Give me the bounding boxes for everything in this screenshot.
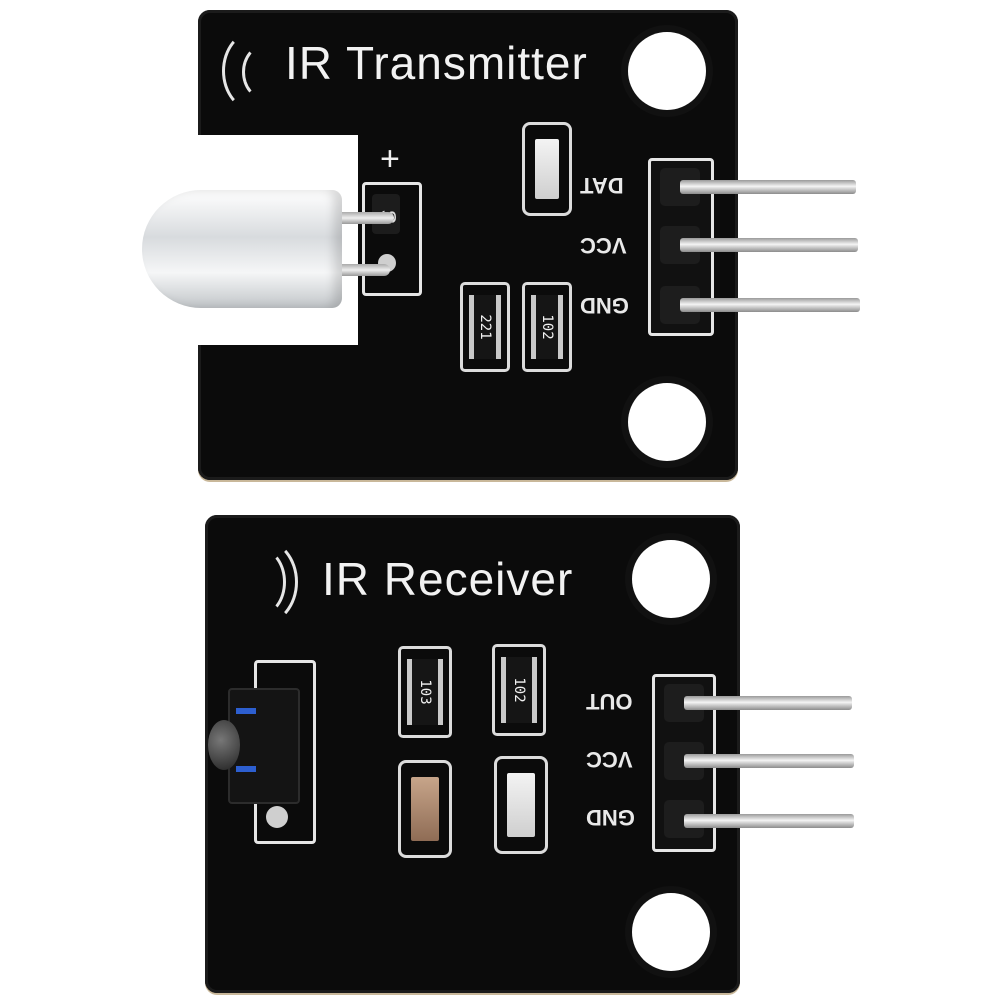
resistor-102: 102 bbox=[522, 282, 572, 372]
mounting-hole bbox=[632, 540, 710, 618]
header-pin-vcc bbox=[684, 754, 854, 768]
resistor-102: 102 bbox=[492, 644, 546, 736]
header-pin-out bbox=[684, 696, 852, 710]
pin-label-dat: DAT bbox=[580, 173, 624, 198]
mounting-hole bbox=[628, 32, 706, 110]
pin-label-vcc: VCC bbox=[580, 233, 627, 258]
led-footprint-outline bbox=[362, 182, 422, 296]
pin-label-gnd: GND bbox=[586, 805, 635, 830]
smd-led bbox=[494, 756, 548, 854]
receiver-solder-pad bbox=[266, 806, 288, 828]
header-pin-vcc bbox=[680, 238, 858, 252]
pin-label-out: OUT bbox=[586, 689, 633, 714]
header-pin-gnd bbox=[684, 814, 854, 828]
led-lead bbox=[330, 264, 390, 276]
pin-label-gnd: GND bbox=[580, 293, 629, 318]
header-pin-dat bbox=[680, 180, 856, 194]
header-pin-gnd bbox=[680, 298, 860, 312]
resistor-221: 221 bbox=[460, 282, 510, 372]
receiver-title: IR Receiver bbox=[322, 553, 574, 605]
transmitter-title: IR Transmitter bbox=[285, 37, 588, 89]
ir-receiver-sensor bbox=[208, 688, 300, 804]
smd-led bbox=[522, 122, 572, 216]
smd-capacitor bbox=[398, 760, 452, 858]
polarity-plus-mark: + bbox=[380, 140, 400, 178]
pin-label-vcc: VCC bbox=[586, 747, 633, 772]
resistor-103: 103 bbox=[398, 646, 452, 738]
mounting-hole bbox=[628, 383, 706, 461]
led-lead bbox=[330, 212, 394, 224]
ir-led bbox=[142, 190, 342, 308]
mounting-hole bbox=[632, 893, 710, 971]
